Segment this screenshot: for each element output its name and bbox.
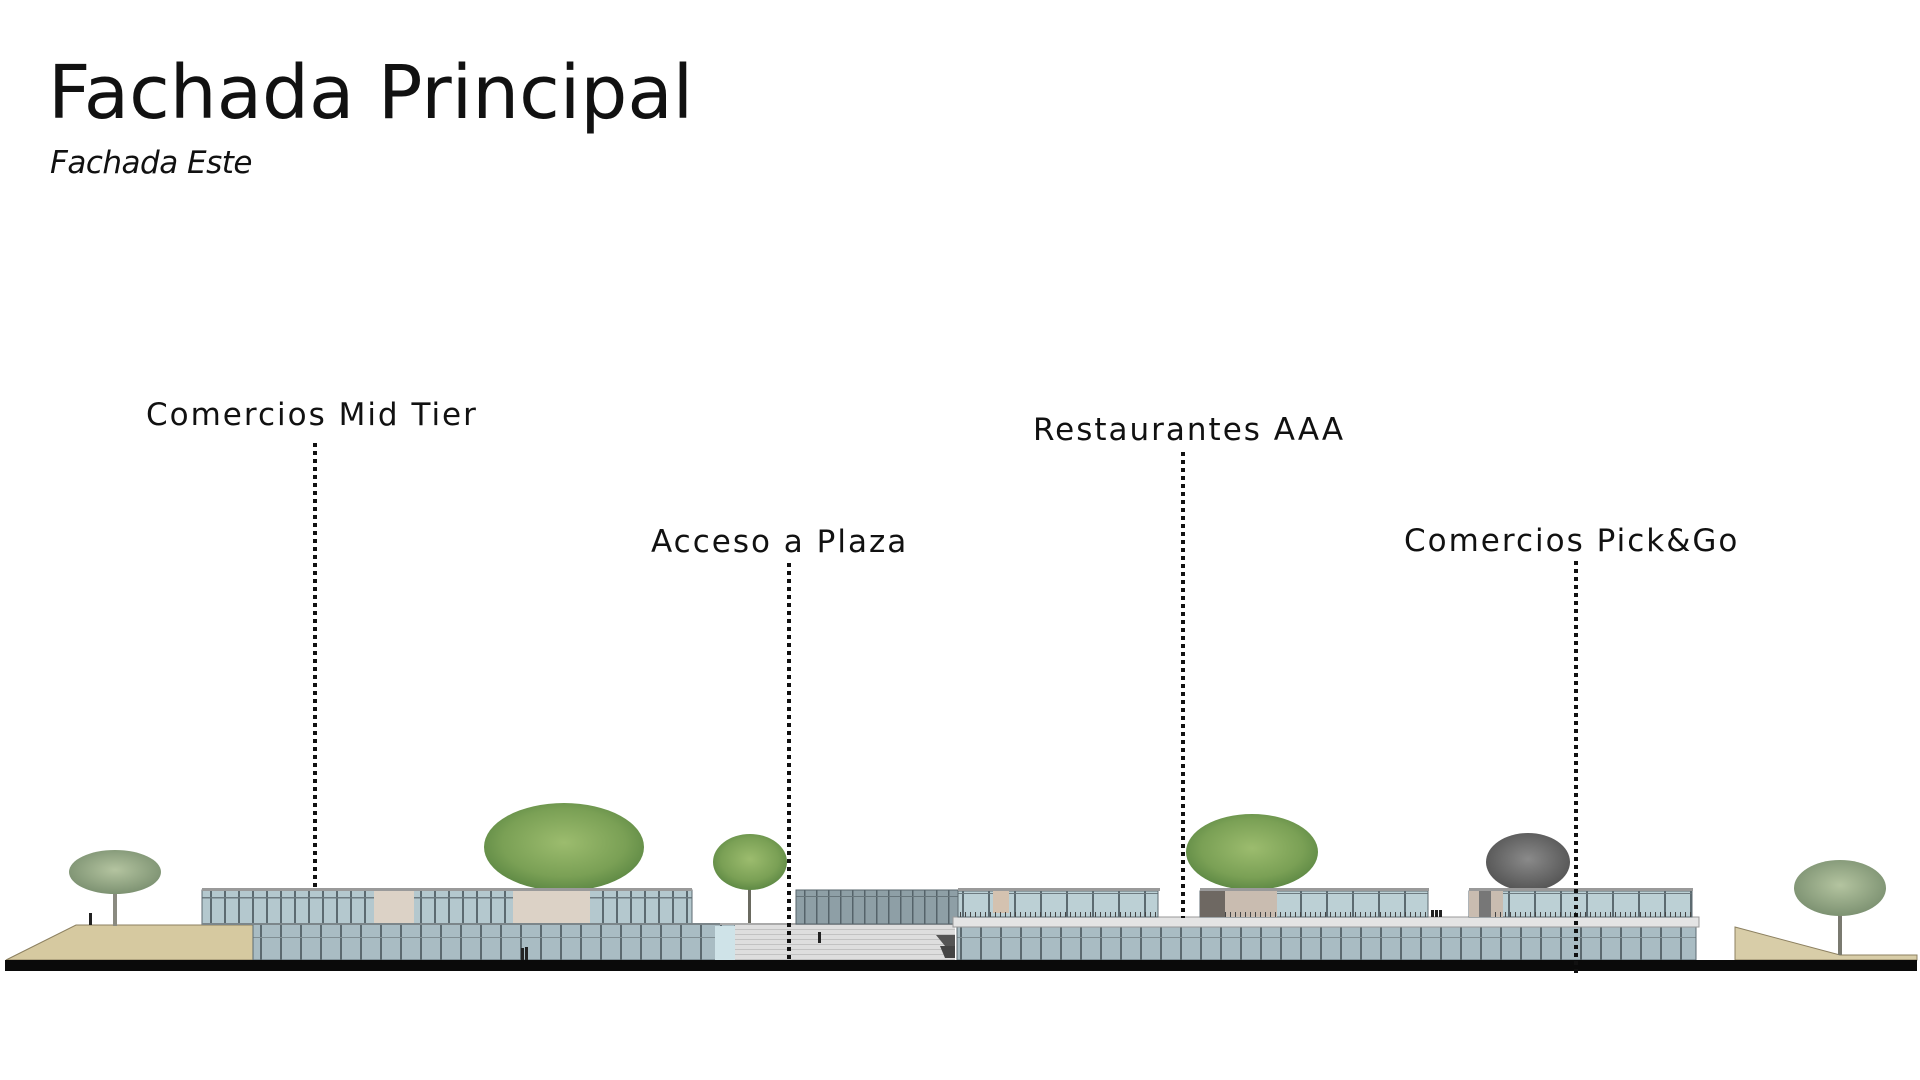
tree-right <box>1794 860 1886 955</box>
plaza-dark-glass-block <box>795 889 959 925</box>
label-acceso-plaza: Acceso a Plaza <box>651 524 909 560</box>
tree-plaza <box>713 834 787 925</box>
ground-line <box>5 960 1917 971</box>
stone-panel <box>374 891 414 924</box>
tree-left <box>69 850 161 926</box>
tree-restaurantes <box>1186 814 1318 890</box>
label-comercios-mid-tier: Comercios Mid Tier <box>146 397 478 433</box>
tree-dark <box>1486 833 1570 891</box>
mid-tier-lower-volume <box>252 923 736 961</box>
label-restaurantes-aaa: Restaurantes AAA <box>1033 412 1346 448</box>
right-landscape-slope <box>1734 926 1918 961</box>
podium-lower-volume <box>956 926 1697 961</box>
stone-panel <box>513 891 590 924</box>
page-title: Fachada Principal <box>48 50 694 136</box>
podium-slab <box>952 916 1700 928</box>
plaza-stairs <box>735 924 955 960</box>
leader-line-pick-go <box>1574 561 1578 973</box>
page-subtitle: Fachada Este <box>50 145 253 181</box>
leader-line-restaurantes <box>1181 452 1185 918</box>
label-comercios-pick-go: Comercios Pick&Go <box>1404 523 1740 559</box>
tree-large <box>484 803 644 891</box>
mid-tier-upper-volume <box>201 889 693 925</box>
left-landscape-mound <box>5 924 256 961</box>
leader-line-mid-tier <box>313 443 317 889</box>
leader-line-acceso-plaza <box>787 563 791 963</box>
